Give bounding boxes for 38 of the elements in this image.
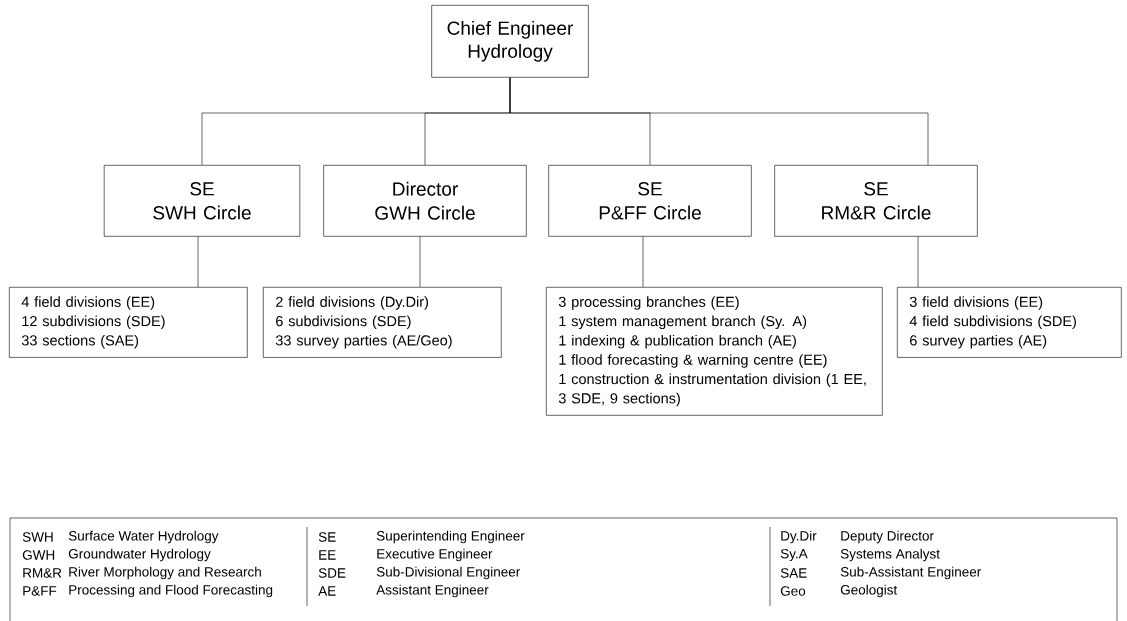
abbreviation: Dy.Dir	[781, 530, 817, 544]
abbreviation-meaning: Superintending Engineer	[376, 530, 525, 544]
abbreviation: Sy.A	[780, 548, 808, 562]
abbreviation: SDE	[318, 568, 346, 578]
connector-line	[197, 236, 199, 288]
abbreviation: GWH	[22, 550, 55, 560]
abbreviation: EE	[319, 550, 336, 560]
abbreviation-meaning: Deputy Director	[841, 530, 934, 544]
abbreviation: SWH	[22, 532, 53, 542]
abbreviation: SAE	[780, 568, 807, 578]
abbreviation-meaning: Sub-Divisional Engineer	[376, 566, 520, 580]
org-box: SE SWH Circle	[103, 165, 301, 237]
abbreviation: SE	[318, 532, 336, 542]
abbreviation-meaning: Systems Analyst	[840, 548, 940, 562]
abbreviation-meaning: Sub-Assistant Engineer	[840, 566, 981, 580]
abbreviation-meaning: Assistant Engineer	[376, 584, 489, 598]
org-box: SE RM&R Circle	[774, 165, 978, 237]
abbreviation-meaning: Geologist	[840, 584, 898, 598]
org-box: 3 processing branches (EE) 1 system management branch (Sy. A) 1 indexing & publication branch (AE) 1 flood forecasting & warning centre (EE) 1 construction & instrumentation division (1 EE, 3 SDE, 9 sections)	[546, 287, 883, 416]
org-box: 4 field divisions (EE) 12 subdivisions (SDE) 33 sections (SAE)	[9, 287, 248, 358]
org-box: 2 field divisions (Dy.Dir) 6 subdivisions (SDE) 33 survey parties (AE/Geo)	[263, 287, 502, 358]
abbreviation: P&FF	[23, 586, 57, 596]
abbreviation-meaning: Processing and Flood Forecasting	[69, 584, 273, 598]
abbreviation: Geo	[780, 586, 806, 596]
connector-line	[419, 236, 421, 288]
abbreviation: RM&R	[23, 568, 62, 578]
abbreviation-meaning: Groundwater Hydrology	[68, 548, 211, 562]
org-box: SE P&FF Circle	[548, 165, 752, 237]
abbreviation-meaning: Surface Water Hydrology	[68, 530, 219, 544]
connector-line	[642, 236, 644, 288]
connector-line	[917, 236, 919, 288]
connector-line	[509, 77, 929, 166]
abbreviation-meaning: River Morphology and Research	[69, 566, 261, 580]
org-box: 3 field divisions (EE) 4 field subdivisions (SDE) 6 survey parties (AE)	[897, 287, 1122, 358]
org-box: Chief Engineer Hydrology	[431, 5, 589, 78]
abbreviation-meaning: Executive Engineer	[377, 548, 493, 562]
org-box: Director GWH Circle	[323, 165, 527, 237]
abbreviation: AE	[318, 586, 336, 596]
